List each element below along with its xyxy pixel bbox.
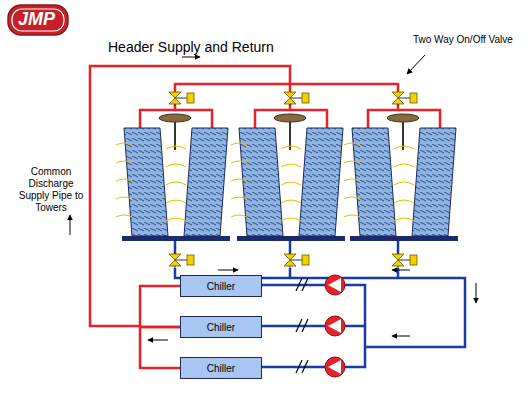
chiller-box: Chiller [180,357,262,379]
supply-pipe [90,66,398,326]
two-way-valve [284,92,309,106]
two-way-valve [169,254,194,268]
manifold-pipe [140,286,180,327]
check-valve [296,278,308,373]
chiller-label: Chiller [207,281,235,292]
return-pipe [175,268,465,367]
cooling-tower [116,100,230,254]
pipe-note: Common Discharge Supply Pipe to Towers [18,166,84,214]
valve-callout: Two Way On/Off Valve [413,34,513,46]
logo-badge [8,5,68,35]
chiller-label: Chiller [207,363,235,374]
pump-symbol [325,316,345,336]
logo-text: JMP [18,9,55,31]
pump-symbol [325,357,345,377]
manifold-pipe [140,327,180,368]
pump-symbol [325,275,345,295]
cooling-tower [231,100,345,254]
two-way-valve [169,92,194,106]
diagram-title: Header Supply and Return [108,39,274,56]
flow-arrow [70,55,476,340]
two-way-valve [392,254,417,268]
chiller-box: Chiller [180,275,262,297]
cooling-tower [344,100,458,254]
chiller-label: Chiller [207,322,235,333]
logo-ring [12,9,64,31]
chiller-box: Chiller [180,316,262,338]
two-way-valve [392,92,417,106]
two-way-valve [284,254,309,268]
